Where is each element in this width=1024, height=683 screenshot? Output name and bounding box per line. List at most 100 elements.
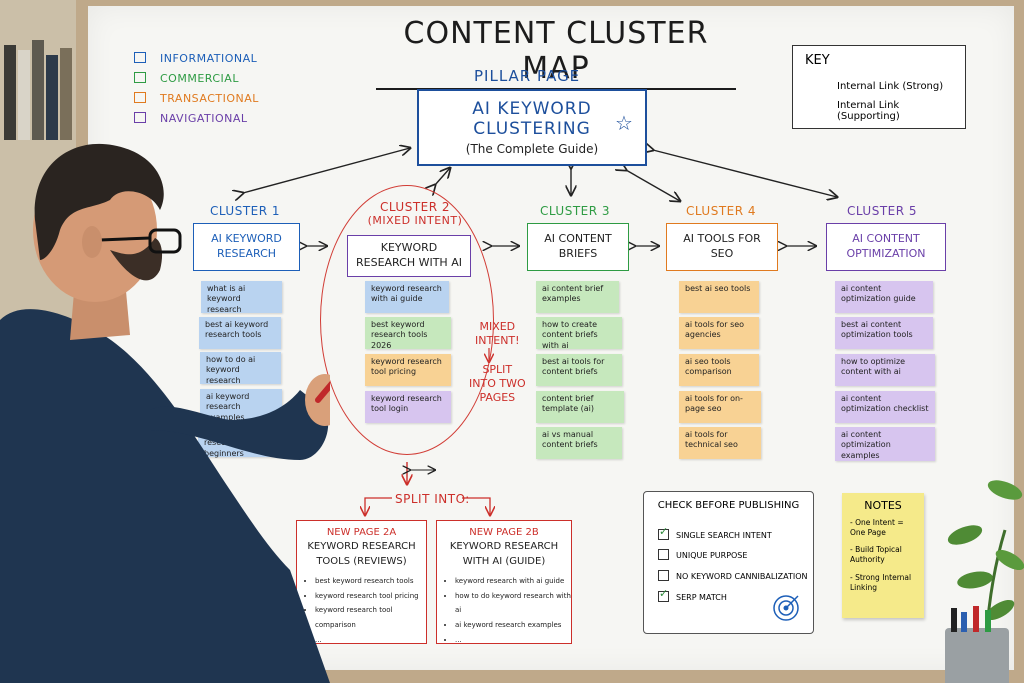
cluster5-note: how to optimize content with ai <box>835 354 935 386</box>
cluster2-sublabel: (MIXED INTENT) <box>367 214 463 227</box>
cluster3-name: AI CONTENT BRIEFS <box>544 232 612 260</box>
new-page-2a-box: NEW PAGE 2A KEYWORD RESEARCH TOOLS (REVI… <box>296 520 427 644</box>
checkbox-empty-icon <box>658 549 669 560</box>
notes-item: - One Intent = One Page <box>850 518 904 538</box>
cluster3-note: ai vs manual content briefs <box>536 427 622 459</box>
cluster5-name: AI CONTENT OPTIMIZATION <box>846 232 926 260</box>
key-supporting-label: Internal Link (Supporting) <box>837 100 900 122</box>
notes-item: - Strong Internal Linking <box>850 572 912 592</box>
cluster4-label: CLUSTER 4 <box>685 204 757 218</box>
mixed-note-line: PAGES <box>479 391 516 405</box>
cluster3-note: best ai tools for content briefs <box>536 354 622 386</box>
list-item: keyword research tool comparison <box>315 603 426 632</box>
notes-title: NOTES <box>864 499 902 512</box>
notes-list: - One Intent = One Page - Build Topical … <box>842 518 924 593</box>
new-page-2b-list: keyword research with ai guide how to do… <box>437 574 571 647</box>
new-page-2b-title: NEW PAGE 2B <box>469 527 539 538</box>
marker-icon <box>985 610 991 632</box>
new-page-2a-title: NEW PAGE 2A <box>326 527 397 538</box>
list-item: how to do keyword research with ai <box>455 589 571 618</box>
cluster2-name: KEYWORD RESEARCH WITH AI <box>356 241 462 269</box>
key-strong-label: Internal Link (Strong) <box>837 81 944 92</box>
cluster4-note: ai tools for seo agencies <box>679 317 759 349</box>
cluster1-name: AI KEYWORD RESEARCH <box>211 232 282 260</box>
cluster5-label: CLUSTER 5 <box>846 204 918 218</box>
checklist-item-label: UNIQUE PURPOSE <box>676 551 748 560</box>
cluster5-note: best ai content optimization tools <box>835 317 933 349</box>
cluster5-box: AI CONTENT OPTIMIZATION <box>826 223 946 271</box>
cluster4-note: ai seo tools comparison <box>679 354 759 386</box>
legend-swatch <box>134 72 146 83</box>
list-item: ... <box>455 633 571 648</box>
mixed-intent-note: MIXED INTENT! SPLIT INTO TWO PAGES <box>469 320 526 405</box>
pillar-page-box: AI KEYWORD CLUSTERING (The Complete Guid… <box>417 89 647 166</box>
checklist-item-label: NO KEYWORD CANNIBALIZATION <box>676 572 808 581</box>
marker-icon <box>951 608 957 632</box>
legend-label: NAVIGATIONAL <box>160 112 248 125</box>
cluster1-note: what is ai keyword research <box>201 281 282 314</box>
cluster2-label: CLUSTER 2 (MIXED INTENT) <box>367 200 463 227</box>
legend-label: INFORMATIONAL <box>160 52 258 65</box>
cluster1-label: CLUSTER 1 <box>209 204 281 218</box>
list-item: keyword research with ai guide <box>455 574 571 589</box>
cluster5-note: ai content optimization guide <box>835 281 933 313</box>
cluster1-note: best ai keyword research tools <box>199 317 281 349</box>
cluster4-note: ai tools for on-page seo <box>679 391 761 423</box>
cluster5-note: ai content optimization checklist <box>835 391 935 423</box>
cluster2-label-text: CLUSTER 2 <box>379 200 451 214</box>
cluster2-box: KEYWORD RESEARCH WITH AI <box>347 235 471 277</box>
cluster4-note: ai tools for technical seo <box>679 427 761 459</box>
new-page-2a-name: TOOLS (REVIEWS) <box>316 556 407 567</box>
new-page-2b-box: NEW PAGE 2B KEYWORD RESEARCH WITH AI (GU… <box>436 520 572 644</box>
cluster2-note: keyword research tool login <box>365 391 451 423</box>
notes-item: - Build Topical Authority <box>850 545 902 565</box>
key-box: KEY Internal Link (Strong) Internal Link… <box>792 45 966 129</box>
legend-item-transactional: TRANSACTIONAL <box>134 92 259 105</box>
checklist-title: CHECK BEFORE PUBLISHING <box>657 500 800 511</box>
cluster3-label: CLUSTER 3 <box>539 204 611 218</box>
cluster3-note: content brief template (ai) <box>536 391 624 423</box>
pillar-subtitle: (The Complete Guide) <box>465 142 599 156</box>
checklist-item-label: SERP MATCH <box>676 593 727 602</box>
plant-decoration <box>947 480 1024 681</box>
checkbox-empty-icon <box>658 570 669 581</box>
legend-item-commercial: COMMERCIAL <box>134 72 239 85</box>
mixed-note-line: INTENT! <box>475 334 520 348</box>
cluster3-note: how to create content briefs with ai <box>536 317 622 350</box>
checkbox-checked-icon <box>658 587 669 602</box>
new-page-2a-name: KEYWORD RESEARCH <box>307 541 416 552</box>
cluster3-note: ai content brief examples <box>536 281 619 313</box>
cluster1-box: AI KEYWORD RESEARCH <box>193 223 300 271</box>
legend-swatch <box>134 92 146 103</box>
sticky-notes: NOTES - One Intent = One Page - Build To… <box>842 493 924 618</box>
mixed-note-line: MIXED <box>479 320 516 333</box>
list-item: keyword research tool pricing <box>315 589 426 604</box>
cluster4-note: best ai seo tools <box>679 281 759 313</box>
checklist-item-label: SINGLE SEARCH INTENT <box>676 531 772 540</box>
star-icon: ☆ <box>615 111 633 135</box>
checklist-box: CHECK BEFORE PUBLISHING SINGLE SEARCH IN… <box>643 491 814 634</box>
legend-swatch <box>134 52 146 63</box>
new-page-2a-list: best keyword research tools keyword rese… <box>297 574 426 647</box>
key-title: KEY <box>805 53 830 68</box>
pillar-title-line1: AI KEYWORD <box>472 99 592 119</box>
legend-label: COMMERCIAL <box>160 72 239 85</box>
checkbox-checked-icon <box>658 525 669 540</box>
checklist-item: SINGLE SEARCH INTENT <box>658 525 772 540</box>
cluster2-note: keyword research with ai guide <box>365 281 449 313</box>
cluster4-box: AI TOOLS FOR SEO <box>666 223 778 271</box>
cluster4-name: AI TOOLS FOR SEO <box>683 232 761 260</box>
pillar-label: PILLAR PAGE <box>474 67 581 85</box>
board-title: CONTENT CLUSTER MAP <box>376 16 736 90</box>
list-item: ai keyword research examples <box>455 618 571 633</box>
legend-item-navigational: NAVIGATIONAL <box>134 112 248 125</box>
marker-cup <box>945 606 1009 683</box>
pillar-title-line2: CLUSTERING <box>473 119 591 139</box>
cluster2-note: best keyword research tools 2026 <box>365 317 451 350</box>
cluster3-box: AI CONTENT BRIEFS <box>527 223 629 271</box>
cluster5-note: ai content optimization examples <box>835 427 935 461</box>
legend-swatch <box>134 112 146 123</box>
marker-icon <box>973 606 979 632</box>
marker-icon <box>961 612 967 632</box>
list-item: ... <box>315 633 426 648</box>
